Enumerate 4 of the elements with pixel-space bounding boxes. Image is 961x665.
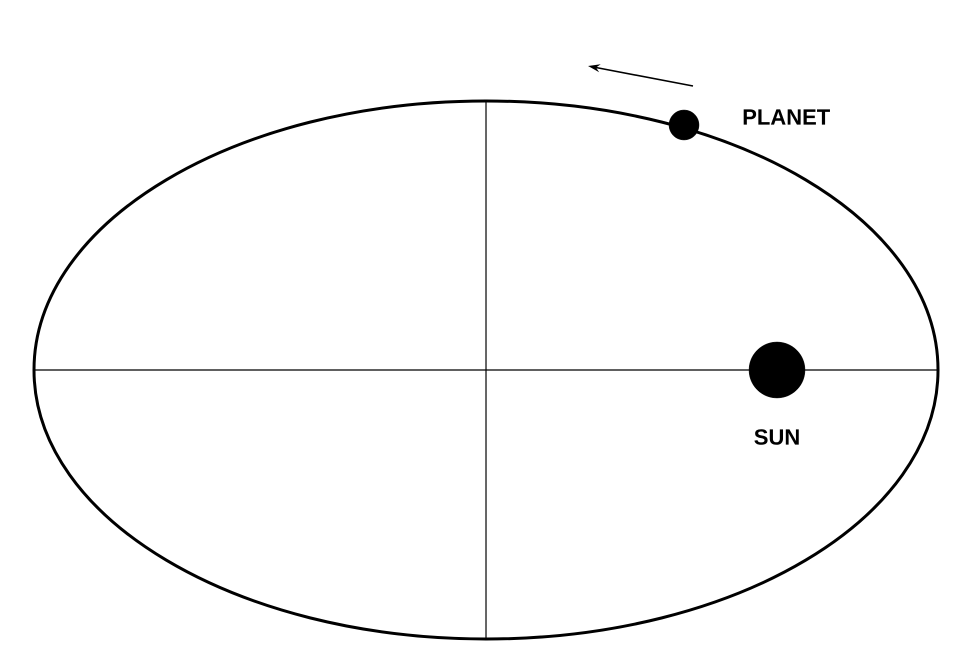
sun-label: SUN	[754, 429, 799, 445]
sun	[748, 342, 806, 398]
planet-label: PLANET	[744, 109, 830, 125]
planet	[668, 110, 700, 140]
